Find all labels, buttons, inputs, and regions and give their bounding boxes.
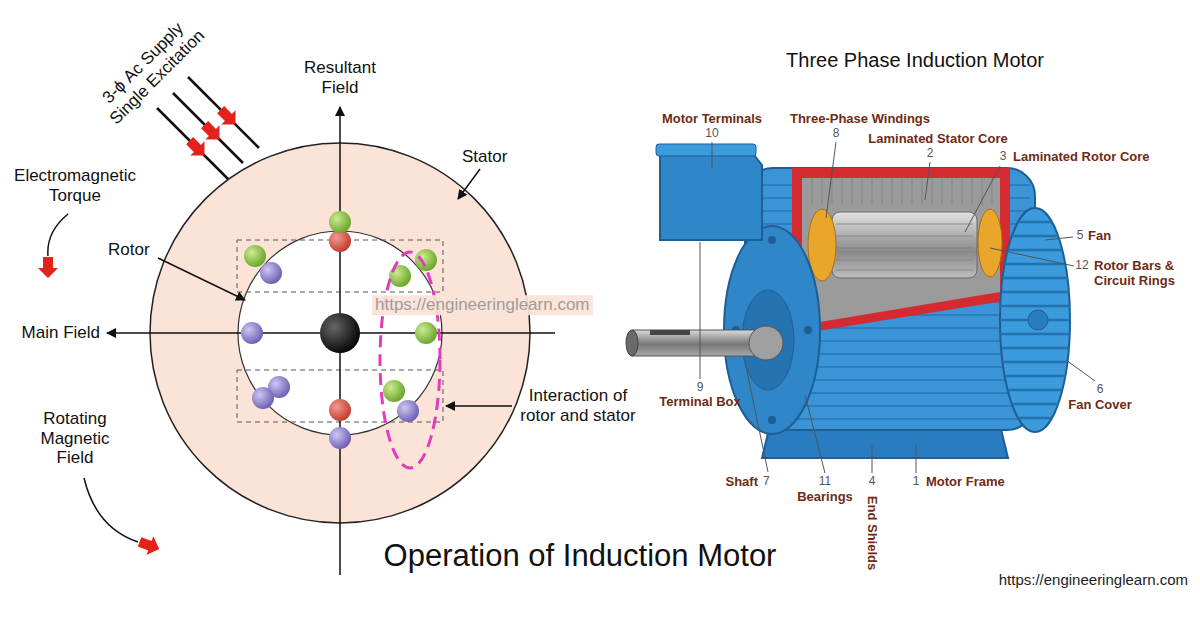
- conductor-ball: [415, 249, 437, 271]
- conductor-ball: [260, 262, 282, 284]
- conductor-ball: [415, 322, 437, 344]
- callout-number: 7: [763, 475, 770, 489]
- bolt: [804, 326, 812, 334]
- supply-line: [173, 93, 243, 163]
- conductor-ball: [389, 265, 411, 287]
- supply-arrow: [214, 103, 243, 132]
- part-name: Bearings: [797, 490, 853, 505]
- bolt: [768, 236, 776, 244]
- part-name: Fan: [1088, 229, 1111, 244]
- leader-line: [916, 445, 917, 473]
- winding-end: [978, 209, 1002, 277]
- leader-line: [826, 142, 836, 218]
- interaction-pointer: [446, 405, 512, 407]
- terminal-lid: [656, 144, 756, 156]
- conductor-ball: [252, 387, 274, 409]
- part-name: Shaft: [726, 475, 759, 490]
- interaction-label: Interaction of rotor and stator: [519, 386, 637, 425]
- callout-number: 8: [833, 127, 840, 141]
- cutaway-edge: [792, 168, 1010, 335]
- shaft-end: [626, 330, 638, 356]
- part-name: Laminated Stator Core: [868, 132, 1007, 147]
- supply-line: [157, 108, 228, 179]
- callout-number: 4: [869, 475, 876, 489]
- part-name: Terminal Box: [659, 395, 740, 410]
- part-name: Laminated Rotor Core: [1013, 150, 1150, 165]
- leader-line: [805, 395, 825, 473]
- leader-line: [925, 162, 930, 200]
- leader-line: [965, 166, 1000, 232]
- leader-line: [1066, 360, 1095, 381]
- part-name: Motor Terminals: [662, 112, 762, 127]
- part-name: Motor Frame: [926, 475, 1005, 490]
- conductor-ball: [397, 400, 419, 422]
- callout-number: 3: [1000, 150, 1007, 164]
- callout-number: 1: [913, 475, 920, 489]
- terminal-box: [660, 150, 762, 240]
- part-label: Rotor: [108, 240, 150, 260]
- part-name: Fan Cover: [1068, 398, 1132, 413]
- shaft-dot: [320, 313, 360, 353]
- conductor-ball: [383, 380, 405, 402]
- figure-caption: Operation of Induction Motor: [378, 538, 783, 574]
- stator-pointer: [458, 169, 480, 199]
- callout-number: 10: [705, 127, 718, 141]
- leader-line: [872, 445, 873, 473]
- leader-line: [700, 242, 701, 379]
- supply-line: [188, 77, 259, 148]
- leader-line: [990, 248, 1074, 266]
- site-url: https://engineeringlearn.com: [999, 571, 1188, 588]
- conductor-ball: [329, 230, 351, 252]
- rotation-curve: [84, 478, 138, 542]
- end-shield-hub: [742, 290, 794, 390]
- interaction-ellipse: [380, 252, 440, 468]
- leader-line: [745, 362, 768, 472]
- torque-curve: [48, 214, 68, 256]
- laminations: [812, 178, 992, 205]
- callout-number: 6: [1097, 383, 1104, 397]
- conductor-ball: [329, 211, 351, 233]
- shaft-key: [650, 330, 690, 335]
- rotor-core: [832, 212, 977, 278]
- conductor-ball: [329, 427, 351, 449]
- conductor-ball: [241, 322, 263, 344]
- stator-core: [802, 178, 1000, 325]
- leader-lines: [700, 142, 1095, 473]
- rotation-arrowhead: [136, 533, 163, 559]
- torque-arrowhead: [38, 257, 58, 278]
- leader-line: [712, 142, 713, 168]
- rotor-bars: [836, 224, 973, 270]
- supply-arrow: [198, 118, 227, 147]
- leader-line: [1045, 237, 1073, 240]
- callout-number: 11: [819, 475, 831, 489]
- callout-number: 5: [1077, 229, 1084, 243]
- torque-label: Electromagnetic Torque: [5, 166, 145, 205]
- figure-title: Three Phase Induction Motor: [786, 49, 1044, 72]
- fan-hub: [1028, 310, 1048, 330]
- callout-number: 2: [927, 147, 934, 161]
- rotor-pointer: [158, 258, 245, 300]
- part-label: Stator: [462, 147, 507, 167]
- bolt: [768, 416, 776, 424]
- callout-number: 9: [697, 381, 704, 395]
- part-name: End Shields: [865, 496, 880, 570]
- field-label: Rotating Magnetic Field: [25, 409, 125, 468]
- watermark: https://engineeringlearn.com: [372, 295, 593, 315]
- supply-label: 3-ϕ Ac Supply Single Excitation: [90, 10, 211, 131]
- field-label: Main Field: [22, 323, 100, 343]
- part-name: Rotor Bars & Circuit Rings: [1094, 259, 1194, 289]
- conductor-ball: [244, 245, 266, 267]
- conductor-balls: [241, 211, 437, 449]
- bearing: [749, 326, 783, 360]
- field-label: Resultant Field: [293, 58, 388, 97]
- conductor-ball: [329, 399, 351, 421]
- part-name: Three-Phase Windings: [790, 112, 930, 127]
- callout-number: 12: [1075, 259, 1088, 273]
